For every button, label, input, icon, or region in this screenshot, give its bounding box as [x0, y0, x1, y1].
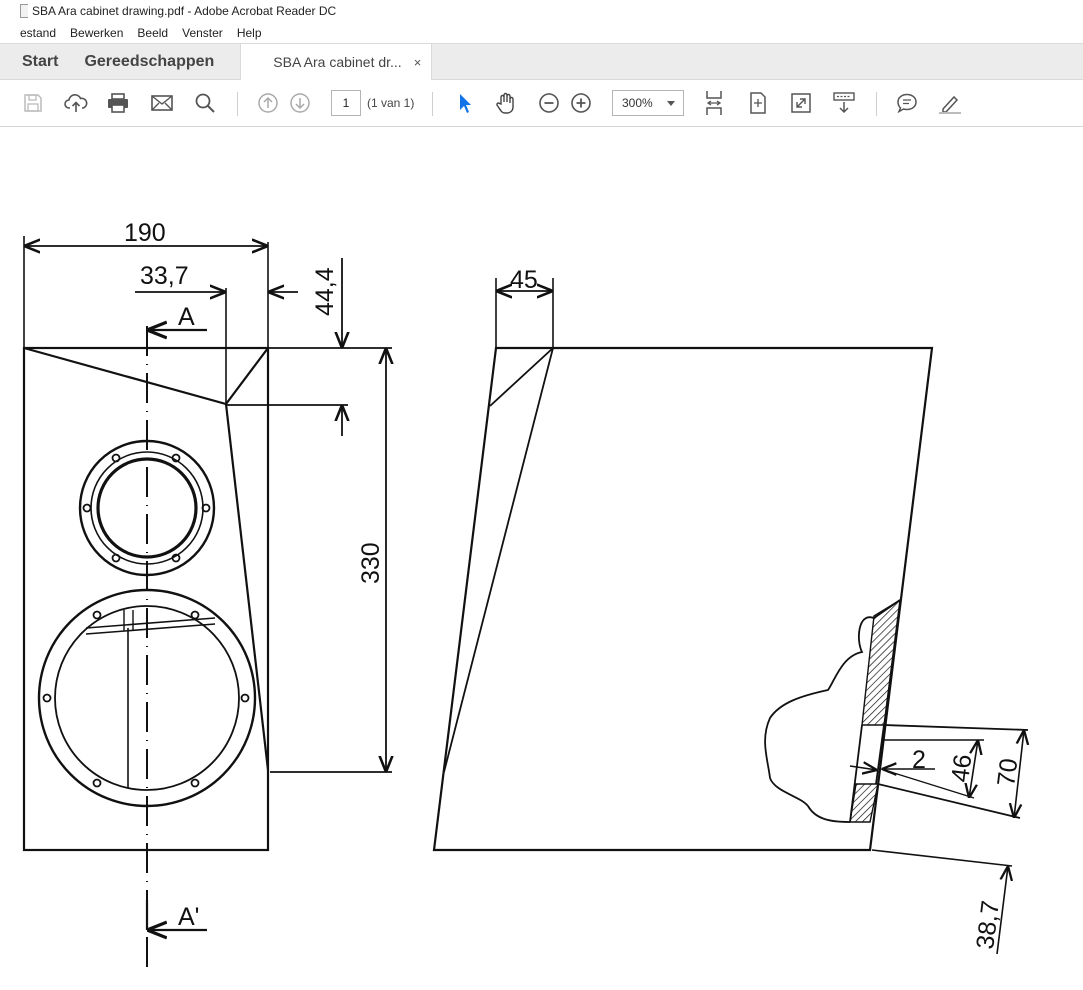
menu-bar: estand Bewerken Beeld Venster Help: [0, 22, 1083, 43]
toolbar-separator: [876, 92, 877, 116]
tweeter-drawing: [78, 439, 216, 577]
page-number-input[interactable]: [331, 90, 361, 116]
page-up-icon[interactable]: [254, 89, 282, 117]
zoom-in-icon[interactable]: [567, 89, 595, 117]
cabinet-drawing: 190 33,7 A A' 44,4 330 45 2 46 70 38,7: [22, 219, 1083, 968]
woofer-drawing: [37, 588, 257, 808]
section-label-a: A: [178, 303, 195, 331]
document-view[interactable]: 190 33,7 A A' 44,4 330 45 2 46 70 38,7: [0, 128, 1083, 990]
front-side-bevel: [224, 403, 270, 771]
page-count: (1 van 1): [367, 96, 415, 110]
dim-2: 2: [912, 746, 926, 774]
tab-start[interactable]: Start: [22, 52, 59, 70]
select-arrow-icon[interactable]: [450, 89, 478, 117]
pdf-file-icon: [20, 4, 28, 18]
hand-tool-icon[interactable]: [492, 89, 520, 117]
menu-beeld[interactable]: Beeld: [137, 25, 169, 40]
comment-icon[interactable]: [893, 89, 921, 117]
print-icon[interactable]: [104, 89, 132, 117]
email-icon[interactable]: [148, 89, 176, 117]
dim-38-7: 38,7: [971, 899, 1005, 951]
toolbar: (1 van 1) 300%: [0, 80, 1083, 127]
dim-33-7: 33,7: [140, 262, 189, 290]
full-screen-icon[interactable]: [787, 89, 815, 117]
section-label-a-prime: A': [178, 903, 199, 931]
zoom-select[interactable]: 300%: [612, 90, 684, 116]
side-view-outline: [432, 346, 934, 852]
save-icon[interactable]: [19, 89, 47, 117]
toolbar-separator: [432, 92, 433, 116]
menu-help[interactable]: Help: [236, 25, 262, 40]
tab-document-label: SBA Ara cabinet dr...: [273, 54, 402, 70]
zoom-value: 300%: [622, 96, 653, 110]
scroll-mode-icon[interactable]: [830, 89, 858, 117]
upload-cloud-icon[interactable]: [62, 89, 90, 117]
menu-bestand[interactable]: estand: [20, 25, 57, 40]
dim-45: 45: [510, 266, 538, 294]
close-icon[interactable]: ×: [413, 54, 422, 70]
tab-document[interactable]: SBA Ara cabinet dr... ×: [240, 44, 433, 80]
break-out-curve: [764, 599, 901, 823]
page-down-icon[interactable]: [286, 89, 314, 117]
fit-width-icon[interactable]: [700, 89, 728, 117]
window-title: SBA Ara cabinet drawing.pdf - Adobe Acro…: [32, 4, 337, 18]
menu-bewerken[interactable]: Bewerken: [70, 25, 124, 40]
fit-page-icon[interactable]: [744, 89, 772, 117]
chevron-down-icon: [667, 100, 675, 106]
title-bar: SBA Ara cabinet drawing.pdf - Adobe Acro…: [0, 0, 1083, 22]
dim-190: 190: [124, 219, 166, 247]
dim-330: 330: [357, 542, 385, 584]
zoom-out-icon[interactable]: [535, 89, 563, 117]
tab-gereedschappen[interactable]: Gereedschappen: [84, 52, 215, 70]
highlight-pen-icon[interactable]: [936, 89, 964, 117]
menu-venster[interactable]: Venster: [182, 25, 223, 40]
tab-bar: Start Gereedschappen SBA Ara cabinet dr.…: [0, 43, 1083, 80]
toolbar-separator: [237, 92, 238, 116]
dim-46: 46: [946, 753, 977, 784]
dim-70: 70: [992, 757, 1023, 788]
search-icon[interactable]: [191, 89, 219, 117]
dim-44-4: 44,4: [311, 267, 339, 316]
